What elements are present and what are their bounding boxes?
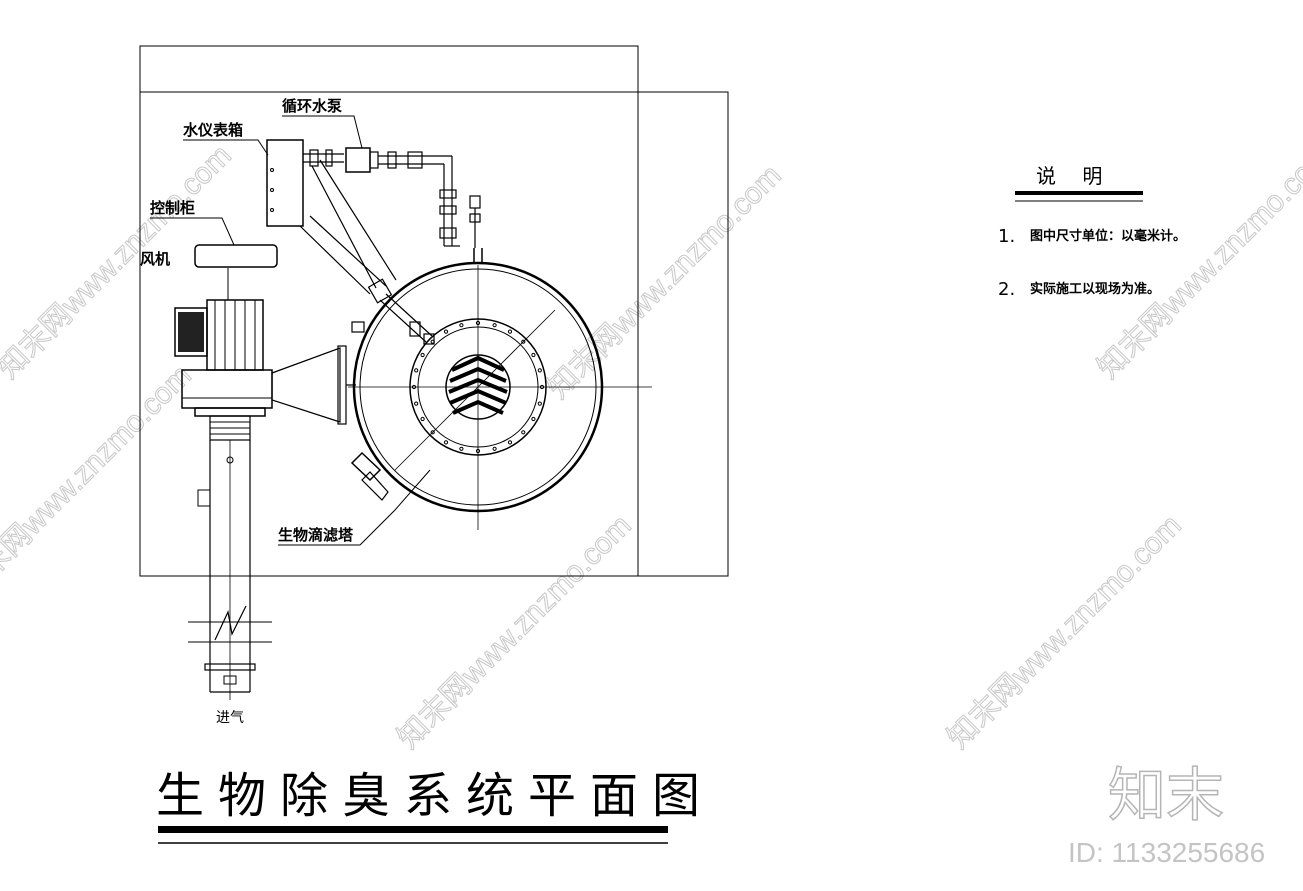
bolt-hole: [531, 416, 536, 422]
notes-heading: 说 明: [1036, 164, 1112, 188]
brand-watermark: 知末 ID: 1133255686: [1068, 762, 1265, 868]
bolt-hole: [414, 401, 419, 406]
watermark-text: 知末网www.znzmo.com: [392, 509, 638, 755]
inlet-duct: [188, 415, 272, 700]
image-id: ID: 1133255686: [1068, 837, 1265, 868]
label-inlet: 进气: [216, 710, 244, 726]
bolt-hole: [531, 352, 536, 358]
watermark-text: 知末网www.znzmo.com: [542, 159, 788, 405]
brand-logo: 知末: [1108, 763, 1224, 828]
bolt-hole: [521, 430, 526, 435]
label-control-cabinet: 控制柜: [150, 199, 195, 217]
bolt-hole: [537, 368, 542, 373]
bolt-hole: [507, 440, 513, 445]
bolt-hole: [430, 430, 435, 435]
bolt-hole: [537, 401, 542, 406]
label-tower: 生物滴滤塔: [278, 526, 354, 544]
fan-assembly: [174, 268, 356, 425]
bolt-hole: [539, 384, 545, 390]
bolt-hole: [420, 352, 425, 358]
notes-block: 说 明 1. 图中尺寸单位：以毫米计。 2. 实际施工以现场为准。: [998, 164, 1186, 300]
bolt-hole: [507, 329, 513, 334]
center-lines: [348, 265, 652, 530]
room-outline: [139, 45, 729, 577]
watermark-text: 知末网www.znzmo.com: [0, 359, 198, 605]
drawing-title: 生物除臭系统平面图: [156, 768, 714, 824]
bolt-hole: [475, 320, 481, 326]
bolt-hole: [414, 368, 419, 373]
note-number: 2.: [998, 279, 1015, 300]
control-cabinet: [150, 217, 278, 268]
instrument-box: [183, 139, 304, 227]
bolt-hole: [492, 446, 497, 451]
biofilter-tower: [278, 248, 652, 546]
bolt-hole: [475, 448, 481, 454]
watermark-text: 知末网www.znzmo.com: [1092, 139, 1303, 385]
bolt-hole: [521, 339, 526, 344]
bolt-hole: [443, 329, 449, 334]
bolt-hole: [492, 323, 497, 328]
note-text: 实际施工以现场为准。: [1030, 281, 1160, 297]
drawing-title-block: 生物除臭系统平面图: [156, 768, 714, 844]
water-piping: [282, 115, 481, 345]
bolt-hole: [443, 440, 449, 445]
watermark-text: 知末网www.znzmo.com: [942, 509, 1188, 755]
note-number: 1.: [998, 226, 1015, 247]
flange-bolt-holes: [411, 320, 545, 454]
bolt-hole: [459, 323, 464, 328]
bolt-hole: [411, 384, 417, 390]
label-fan: 风机: [140, 250, 170, 268]
bolt-hole: [459, 446, 464, 451]
bolt-hole: [420, 416, 425, 422]
component-labels: 水仪表箱 循环水泵 控制柜 风机 生物滴滤塔 进气: [140, 97, 354, 726]
note-text: 图中尺寸单位：以毫米计。: [1030, 228, 1186, 244]
label-instrument-box: 水仪表箱: [183, 121, 243, 139]
label-pump: 循环水泵: [282, 97, 342, 115]
